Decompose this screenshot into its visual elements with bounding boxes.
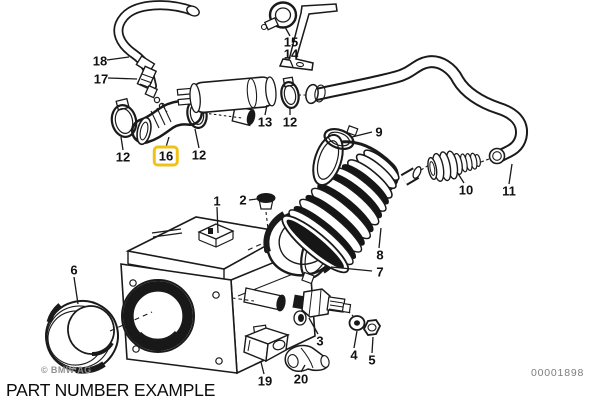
part-15-clamp-art <box>260 1 298 31</box>
part-16-elbow-art <box>131 99 203 146</box>
part-label-11[interactable]: 11 <box>502 183 516 199</box>
part-8-boot-art <box>281 149 400 274</box>
part-label-8[interactable]: 8 <box>376 247 384 263</box>
part-4-washer-art <box>348 315 366 331</box>
part-label-5[interactable]: 5 <box>368 352 376 368</box>
part-label-6[interactable]: 6 <box>70 262 78 278</box>
part-11-hose-art <box>305 55 528 165</box>
part-label-3[interactable]: 3 <box>316 333 324 349</box>
part-label-9[interactable]: 9 <box>375 124 383 140</box>
part-label-2[interactable]: 2 <box>239 192 247 208</box>
bmw-copyright-watermark: © BMW AG <box>41 365 92 375</box>
part-label-14[interactable]: 14 <box>283 46 299 62</box>
part-label-10[interactable]: 10 <box>458 182 474 198</box>
part-label-19[interactable]: 19 <box>257 373 273 389</box>
document-number: 00001898 <box>531 367 585 379</box>
part-label-18[interactable]: 18 <box>92 53 108 69</box>
part-label-12[interactable]: 12 <box>282 114 298 130</box>
part-12-clamp-left-art <box>110 97 138 138</box>
part-label-4[interactable]: 4 <box>350 347 358 363</box>
boot-neck-opening-art <box>312 133 344 187</box>
part-3-sensor-art <box>292 288 352 318</box>
part-9-clamp-art <box>323 125 359 150</box>
boot-side-stub-art <box>400 166 422 186</box>
part-label-7[interactable]: 7 <box>376 264 384 280</box>
part-label-15[interactable]: 15 <box>283 34 299 50</box>
leader-lines <box>73 26 513 375</box>
part-2-cap-art <box>256 193 276 254</box>
part-label-1[interactable]: 1 <box>213 193 221 209</box>
part-14-bracket-art <box>278 3 338 71</box>
part-label-13[interactable]: 13 <box>257 114 273 130</box>
part-10-valve-art <box>427 150 481 182</box>
part-label-16-highlighted[interactable]: 16 <box>152 145 180 167</box>
part-number-example-caption: PART NUMBER EXAMPLE <box>6 380 216 400</box>
part-label-12[interactable]: 12 <box>191 147 207 163</box>
part-6-ring-art <box>45 299 119 374</box>
part-20-boot-art <box>284 344 330 372</box>
part-1-air-flow-meter-art <box>120 216 316 375</box>
part-label-17[interactable]: 17 <box>93 71 109 87</box>
part-12-clamp-right-art <box>280 76 300 109</box>
part-13-valve-art <box>176 76 277 127</box>
part-5-nut-art <box>362 319 382 336</box>
part-19-connector-art <box>243 324 290 363</box>
part-label-12[interactable]: 12 <box>115 149 131 165</box>
part-17-fitting-art <box>135 55 166 110</box>
part-label-20[interactable]: 20 <box>293 371 309 387</box>
